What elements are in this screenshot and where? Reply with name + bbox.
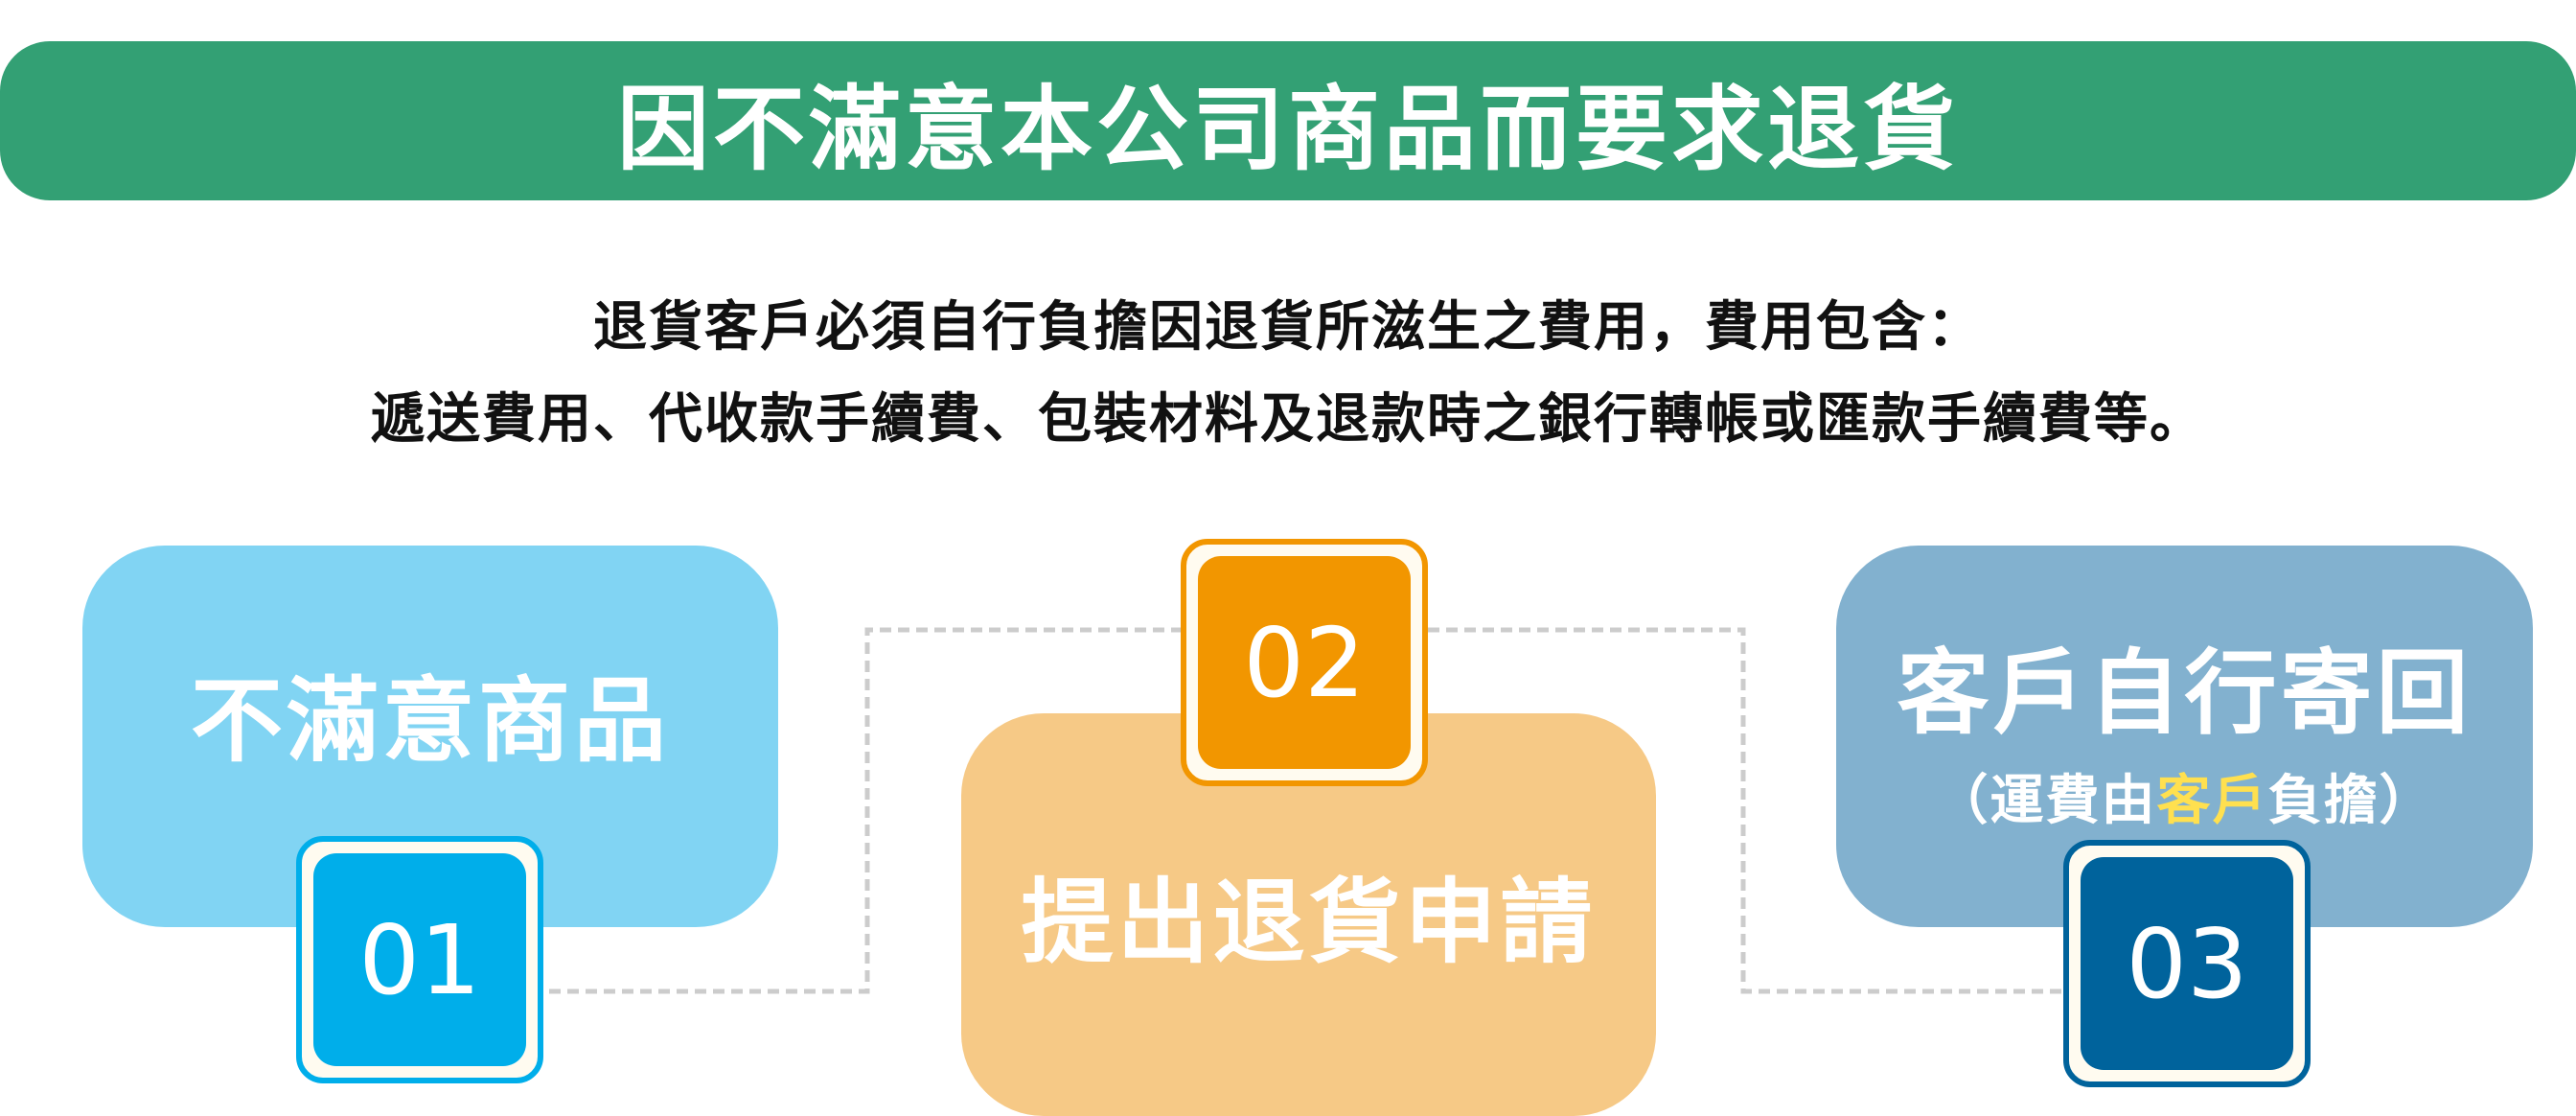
step-2-title: 提出退貨申請 xyxy=(1021,869,1597,976)
page-title: 因不滿意本公司商品而要求退貨 xyxy=(617,75,1959,183)
title-banner: 因不滿意本公司商品而要求退貨 xyxy=(0,41,2576,200)
step-3-title: 客戶自行寄回 xyxy=(1897,639,2472,747)
subtitle-text-end: 負擔 xyxy=(2267,770,2380,832)
description-line-1: 退貨客戶必須自行負擔因退貨所滋生之費用，費用包含： xyxy=(593,296,1983,359)
paren-close: ） xyxy=(2379,770,2435,832)
paren-open: （ xyxy=(1934,770,1990,832)
step-2-badge: 02 xyxy=(1181,539,1428,786)
step-3-subtitle: （運費由客戶負擔） xyxy=(1935,757,2435,835)
subtitle-text: 運費由 xyxy=(1990,770,2157,832)
subtitle-highlight: 客戶 xyxy=(2156,770,2268,832)
step-1-title: 不滿意商品 xyxy=(191,667,670,775)
step-1-number: 01 xyxy=(313,853,526,1066)
connector-2-3 xyxy=(1428,627,2063,994)
step-2-card: 提出退貨申請 xyxy=(961,713,1656,1116)
connector-1-2 xyxy=(549,627,1181,994)
step-3-number: 03 xyxy=(2081,857,2293,1070)
description-line-2: 遞送費用、代收款手續費、包裝材料及退款時之銀行轉帳或匯款手續費等。 xyxy=(371,388,2205,451)
step-1-badge: 01 xyxy=(296,836,543,1083)
step-2-number: 02 xyxy=(1198,556,1411,769)
step-3-badge: 03 xyxy=(2063,840,2311,1087)
step-1-card: 不滿意商品 xyxy=(82,546,778,927)
